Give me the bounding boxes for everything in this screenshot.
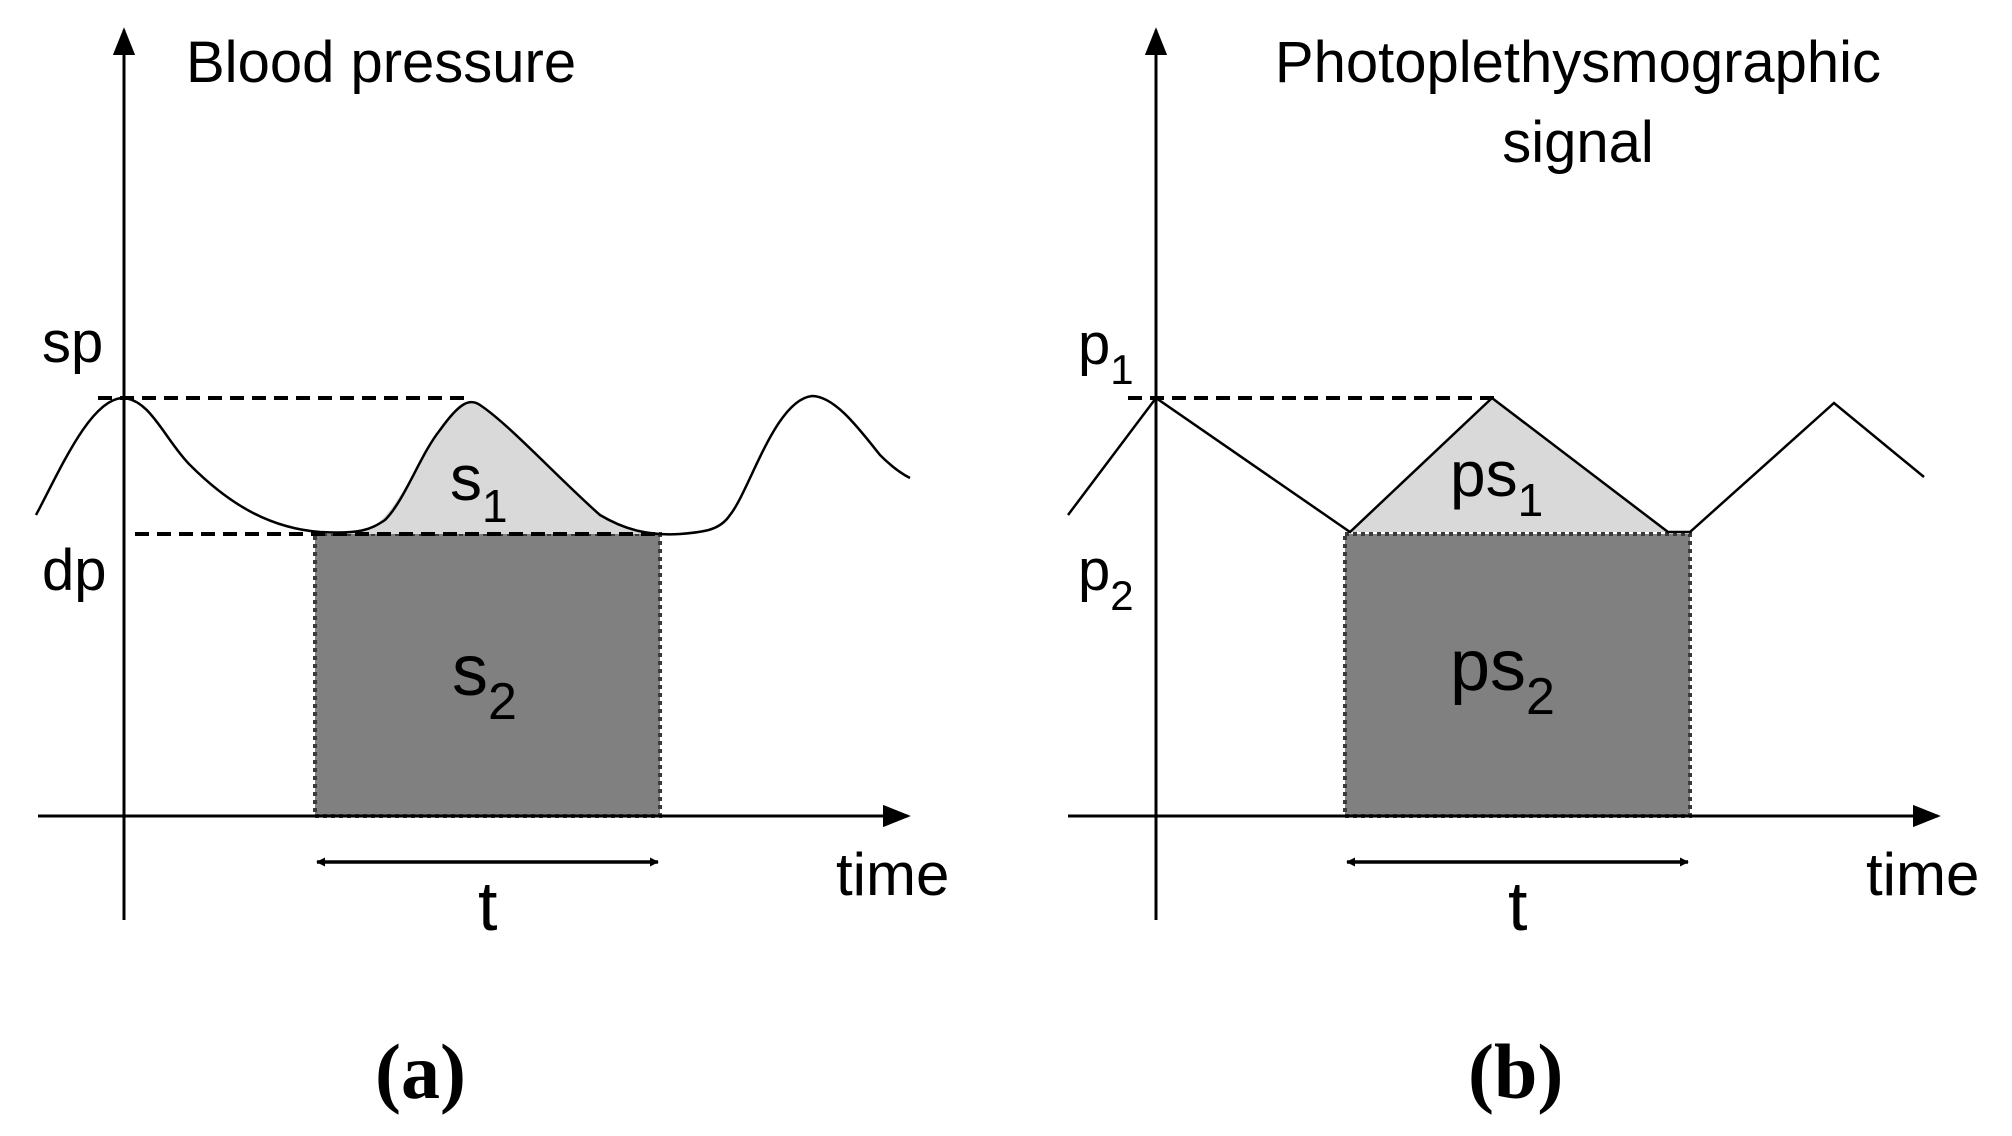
caption-a: (a): [375, 1028, 466, 1115]
p2-label: p2: [1078, 538, 1134, 619]
s1-base: s: [450, 442, 482, 514]
panel-a: Blood pressure sp dp s1 s2 t time (a): [34, 27, 949, 1115]
ps1-label: ps1: [1450, 438, 1543, 526]
ps1-sub: 1: [1518, 474, 1544, 526]
lower-area-ps2: [1343, 532, 1692, 818]
p1-sub: 1: [1110, 346, 1133, 393]
panel-b: Photoplethysmographic signal p1 p2 ps1 p…: [1067, 27, 1979, 1115]
p1-label: p1: [1078, 312, 1134, 393]
panel-b-title-line2: signal: [1502, 110, 1654, 175]
interval-label-b: t: [1508, 867, 1527, 945]
upper-area-ps1: [1350, 398, 1668, 532]
s2-label: s2: [452, 631, 517, 731]
blood-pressure-curve: [34, 394, 911, 536]
x-axis-label-a: time: [836, 841, 949, 908]
panel-a-title: Blood pressure: [186, 30, 576, 95]
s1-sub: 1: [482, 480, 508, 532]
p2-base: p: [1078, 538, 1110, 603]
dp-label: dp: [42, 538, 107, 603]
ps2-label: ps2: [1450, 626, 1555, 726]
s2-sub: 2: [488, 673, 517, 731]
panel-b-title-line1: Photoplethysmographic: [1275, 30, 1881, 95]
upper-area-s1: [320, 401, 660, 534]
interval-label-a: t: [478, 867, 497, 945]
p2-sub: 2: [1110, 572, 1133, 619]
s1-label: s1: [450, 442, 508, 532]
caption-b: (b): [1468, 1028, 1563, 1115]
sp-label: sp: [42, 310, 103, 375]
x-axis-label-b: time: [1866, 841, 1979, 908]
s2-base: s: [452, 631, 488, 711]
lower-area-s2: [313, 532, 662, 818]
p1-base: p: [1078, 312, 1110, 377]
ps2-base: ps: [1450, 626, 1526, 706]
ppg-curve: [1067, 396, 1925, 534]
ps2-sub: 2: [1526, 668, 1555, 726]
ps1-base: ps: [1450, 438, 1518, 510]
